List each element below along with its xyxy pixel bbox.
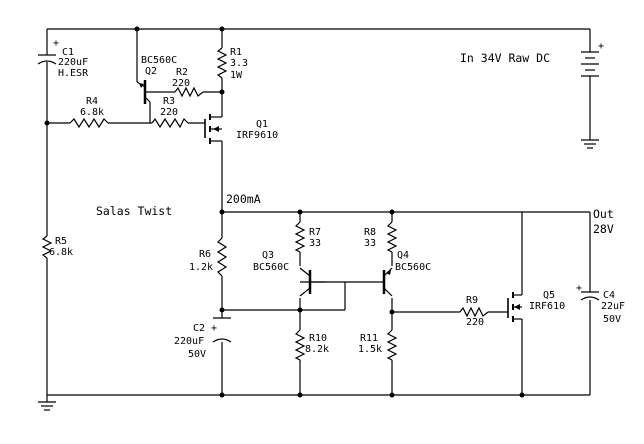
- wires: [46, 28, 591, 402]
- c2-ref: C2: [193, 323, 205, 334]
- transistor-q4: [378, 267, 393, 297]
- q2-part: BC560C: [141, 55, 177, 66]
- mosfet-q1: [204, 114, 223, 144]
- r3-ref: R3: [163, 96, 175, 107]
- title-label: Salas Twist: [96, 204, 172, 218]
- r9-value: 220: [466, 317, 484, 328]
- capacitor-c1: +: [37, 38, 59, 65]
- c4-rating: 50V: [603, 314, 621, 325]
- r1-ref: R1: [230, 47, 242, 58]
- c1-ref: C1: [62, 47, 74, 58]
- battery-icon: +: [581, 41, 604, 82]
- ground-icon-supply: [581, 139, 599, 149]
- q3-ref: Q3: [262, 250, 274, 261]
- r10-value: 8.2k: [305, 344, 329, 355]
- resistor-r1: [216, 47, 228, 79]
- c4-ref: C4: [603, 290, 615, 301]
- r6-value: 1.2k: [189, 262, 213, 273]
- c4-value: 22uF: [601, 301, 625, 312]
- q5-ref: Q5: [543, 290, 555, 301]
- r8-ref: R8: [364, 227, 376, 238]
- r11-ref: R11: [360, 333, 378, 344]
- r5-ref: R5: [55, 236, 67, 247]
- transistor-q3: [299, 267, 326, 297]
- resistor-r5: [41, 235, 53, 259]
- q3-part: BC560C: [253, 262, 289, 273]
- output-label: Out: [593, 207, 614, 221]
- q2-ref: Q2: [145, 66, 157, 77]
- capacitor-c4: +: [576, 283, 600, 301]
- c1-value: 220uF: [58, 57, 88, 68]
- resistor-r4: [69, 117, 109, 129]
- resistor-r11: [386, 329, 398, 361]
- r9-ref: R9: [466, 295, 478, 306]
- resistor-r9: [459, 306, 489, 318]
- svg-text:+: +: [598, 41, 604, 52]
- q1-ref: Q1: [256, 119, 268, 130]
- junction-dots: [44, 26, 525, 398]
- capacitor-c2: +: [211, 317, 232, 343]
- r2-value: 220: [172, 78, 190, 89]
- r8-value: 33: [364, 238, 376, 249]
- q1-part: IRF9610: [236, 130, 278, 141]
- r2-ref: R2: [176, 67, 188, 78]
- transistor-q2: [136, 80, 162, 104]
- r1-value: 3.3: [230, 58, 248, 69]
- r11-value: 1.5k: [358, 344, 382, 355]
- c2-rating: 50V: [188, 349, 206, 360]
- resistor-r7: [294, 221, 306, 253]
- r4-value: 6.8k: [80, 107, 104, 118]
- resistor-r10: [294, 329, 306, 361]
- resistor-r3: [151, 117, 189, 129]
- r5-value: 6.8k: [49, 247, 73, 258]
- resistor-r8: [386, 221, 398, 253]
- svg-text:+: +: [53, 38, 59, 49]
- mosfet-q5: [507, 290, 523, 322]
- current-label: 200mA: [226, 192, 261, 206]
- svg-text:+: +: [576, 283, 582, 294]
- ground-icon-main: [38, 401, 56, 411]
- q4-part: BC560C: [395, 262, 431, 273]
- q5-part: IRF610: [529, 301, 565, 312]
- r4-ref: R4: [86, 96, 98, 107]
- r3-value: 220: [160, 107, 178, 118]
- r1-rating: 1W: [230, 70, 243, 81]
- r7-value: 33: [309, 238, 321, 249]
- r6-ref: R6: [199, 249, 211, 260]
- c1-note: H.ESR: [58, 68, 89, 79]
- c2-value: 220uF: [174, 336, 204, 347]
- resistor-r2: [174, 86, 204, 98]
- resistor-r6: [216, 237, 228, 277]
- q4-ref: Q4: [397, 250, 409, 261]
- labels: In 34V Raw DC Salas Twist 200mA Out 28V …: [49, 47, 625, 360]
- r7-ref: R7: [309, 227, 321, 238]
- supply-label: In 34V Raw DC: [460, 51, 550, 65]
- svg-text:+: +: [211, 323, 217, 334]
- output-voltage: 28V: [593, 222, 614, 236]
- r10-ref: R10: [309, 333, 327, 344]
